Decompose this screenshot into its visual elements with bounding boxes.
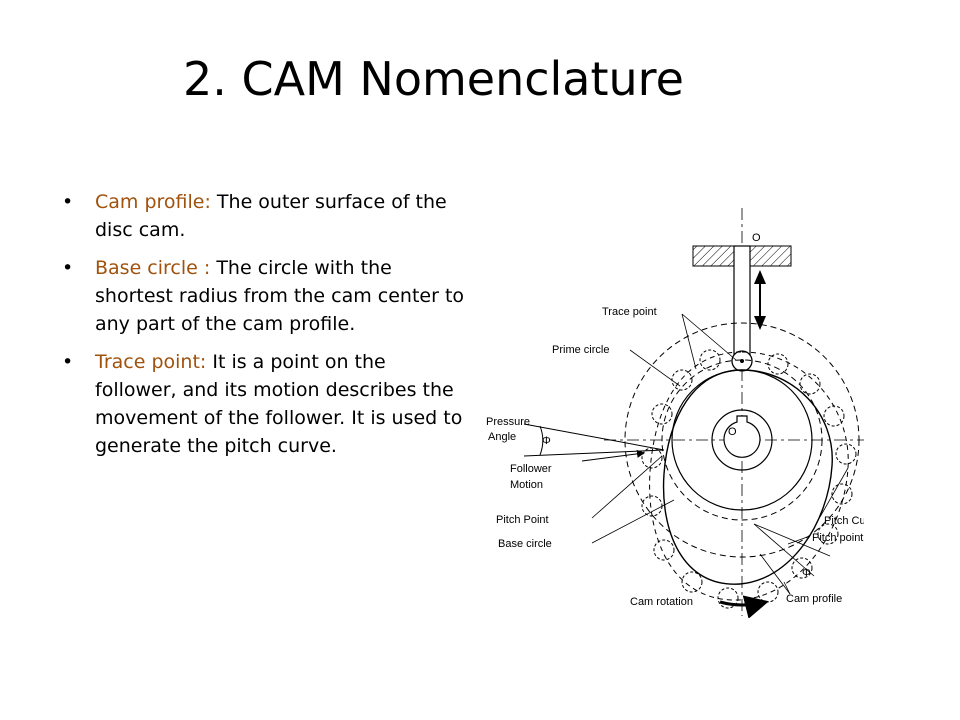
bullet-base-circle: • Base circle : The circle with the shor… bbox=[62, 254, 472, 338]
label-center-o: O bbox=[728, 426, 737, 438]
cam-hub bbox=[711, 409, 773, 471]
bullet-trace-point: • Trace point: It is a point on the foll… bbox=[62, 348, 472, 460]
roller-position bbox=[681, 571, 703, 593]
motion-arrow-down bbox=[754, 316, 766, 330]
phi-symbol-left: Φ bbox=[542, 435, 551, 447]
bullet-term: Base circle : bbox=[95, 257, 211, 279]
label-pitch-point-right: Pitch point bbox=[812, 532, 863, 544]
bullet-text: It is a point on the follower, and its m… bbox=[95, 351, 463, 457]
label-pitch-curve: Pitch Curve bbox=[824, 515, 864, 527]
bullet-cam-profile: • Cam profile: The outer surface of the … bbox=[62, 188, 472, 244]
label-follower: Follower bbox=[510, 463, 552, 475]
label-cam-profile: Cam profile bbox=[786, 593, 842, 605]
label-angle: Angle bbox=[488, 431, 516, 443]
roller-position bbox=[799, 373, 821, 395]
outer-dashed-circle bbox=[624, 322, 860, 558]
label-pressure: Pressure bbox=[486, 416, 530, 428]
roller-position bbox=[831, 483, 853, 505]
roller-position bbox=[791, 557, 813, 579]
leader-lines bbox=[591, 313, 849, 595]
roller-position bbox=[699, 349, 721, 371]
follower-motion-arrow bbox=[581, 449, 645, 462]
leader-line bbox=[819, 467, 849, 518]
label-pitch-point-left: Pitch Point bbox=[496, 514, 549, 526]
roller-position bbox=[823, 405, 845, 427]
bullet-text: The outer surface of the disc cam. bbox=[95, 191, 447, 241]
pitch-angle-line bbox=[753, 523, 815, 577]
cam-profile bbox=[662, 369, 833, 585]
leader-line bbox=[681, 313, 737, 361]
label-cam-rotation: Cam rotation bbox=[630, 596, 693, 608]
bullet-glyph: • bbox=[62, 351, 74, 373]
guide-right bbox=[749, 245, 792, 267]
motion-arrow-up bbox=[754, 270, 766, 284]
cam-rotation-arrow bbox=[719, 595, 769, 618]
guide-left bbox=[692, 245, 735, 267]
roller-positions bbox=[641, 349, 857, 609]
slide-title: 2. CAM Nomenclature bbox=[183, 52, 684, 106]
cam-shaft bbox=[723, 415, 761, 458]
pressure-angle-line-1 bbox=[523, 423, 665, 451]
label-motion: Motion bbox=[510, 479, 543, 491]
follower-stem bbox=[733, 245, 751, 359]
bullet-term: Trace point: bbox=[95, 351, 207, 373]
leader-line bbox=[629, 349, 681, 387]
leader-line bbox=[591, 455, 663, 519]
label-base-circle: Base circle bbox=[498, 538, 552, 550]
leader-line bbox=[783, 581, 791, 595]
label-trace-point: Trace point bbox=[602, 306, 657, 318]
roller-position bbox=[757, 581, 779, 603]
roller-position bbox=[817, 523, 839, 545]
leader-line bbox=[681, 313, 697, 370]
bullet-list: • Cam profile: The outer surface of the … bbox=[62, 188, 472, 470]
cam-diagram: Φ Φ O Trace point Prime circle Pressure … bbox=[486, 208, 864, 618]
phi-symbol-right: Φ bbox=[802, 567, 811, 579]
pitch-angle-line bbox=[753, 523, 831, 557]
bullet-glyph: • bbox=[62, 257, 74, 279]
bullet-text: The circle with the shortest radius from… bbox=[95, 257, 465, 335]
prime-circle bbox=[661, 359, 823, 521]
roller-position bbox=[653, 539, 675, 561]
bullet-term: Cam profile: bbox=[95, 191, 211, 213]
roller-position bbox=[717, 587, 739, 609]
bullet-glyph: • bbox=[62, 191, 74, 213]
roller-position bbox=[671, 369, 693, 391]
roller-position bbox=[767, 353, 789, 375]
leader-line bbox=[591, 499, 675, 544]
label-prime-circle: Prime circle bbox=[552, 344, 609, 356]
leader-line bbox=[759, 553, 791, 595]
roller-position bbox=[835, 443, 857, 465]
roller-position bbox=[651, 403, 673, 425]
pressure-angle-arc bbox=[539, 425, 544, 456]
label-follower-o: O bbox=[752, 232, 761, 244]
leader-line bbox=[787, 535, 811, 545]
